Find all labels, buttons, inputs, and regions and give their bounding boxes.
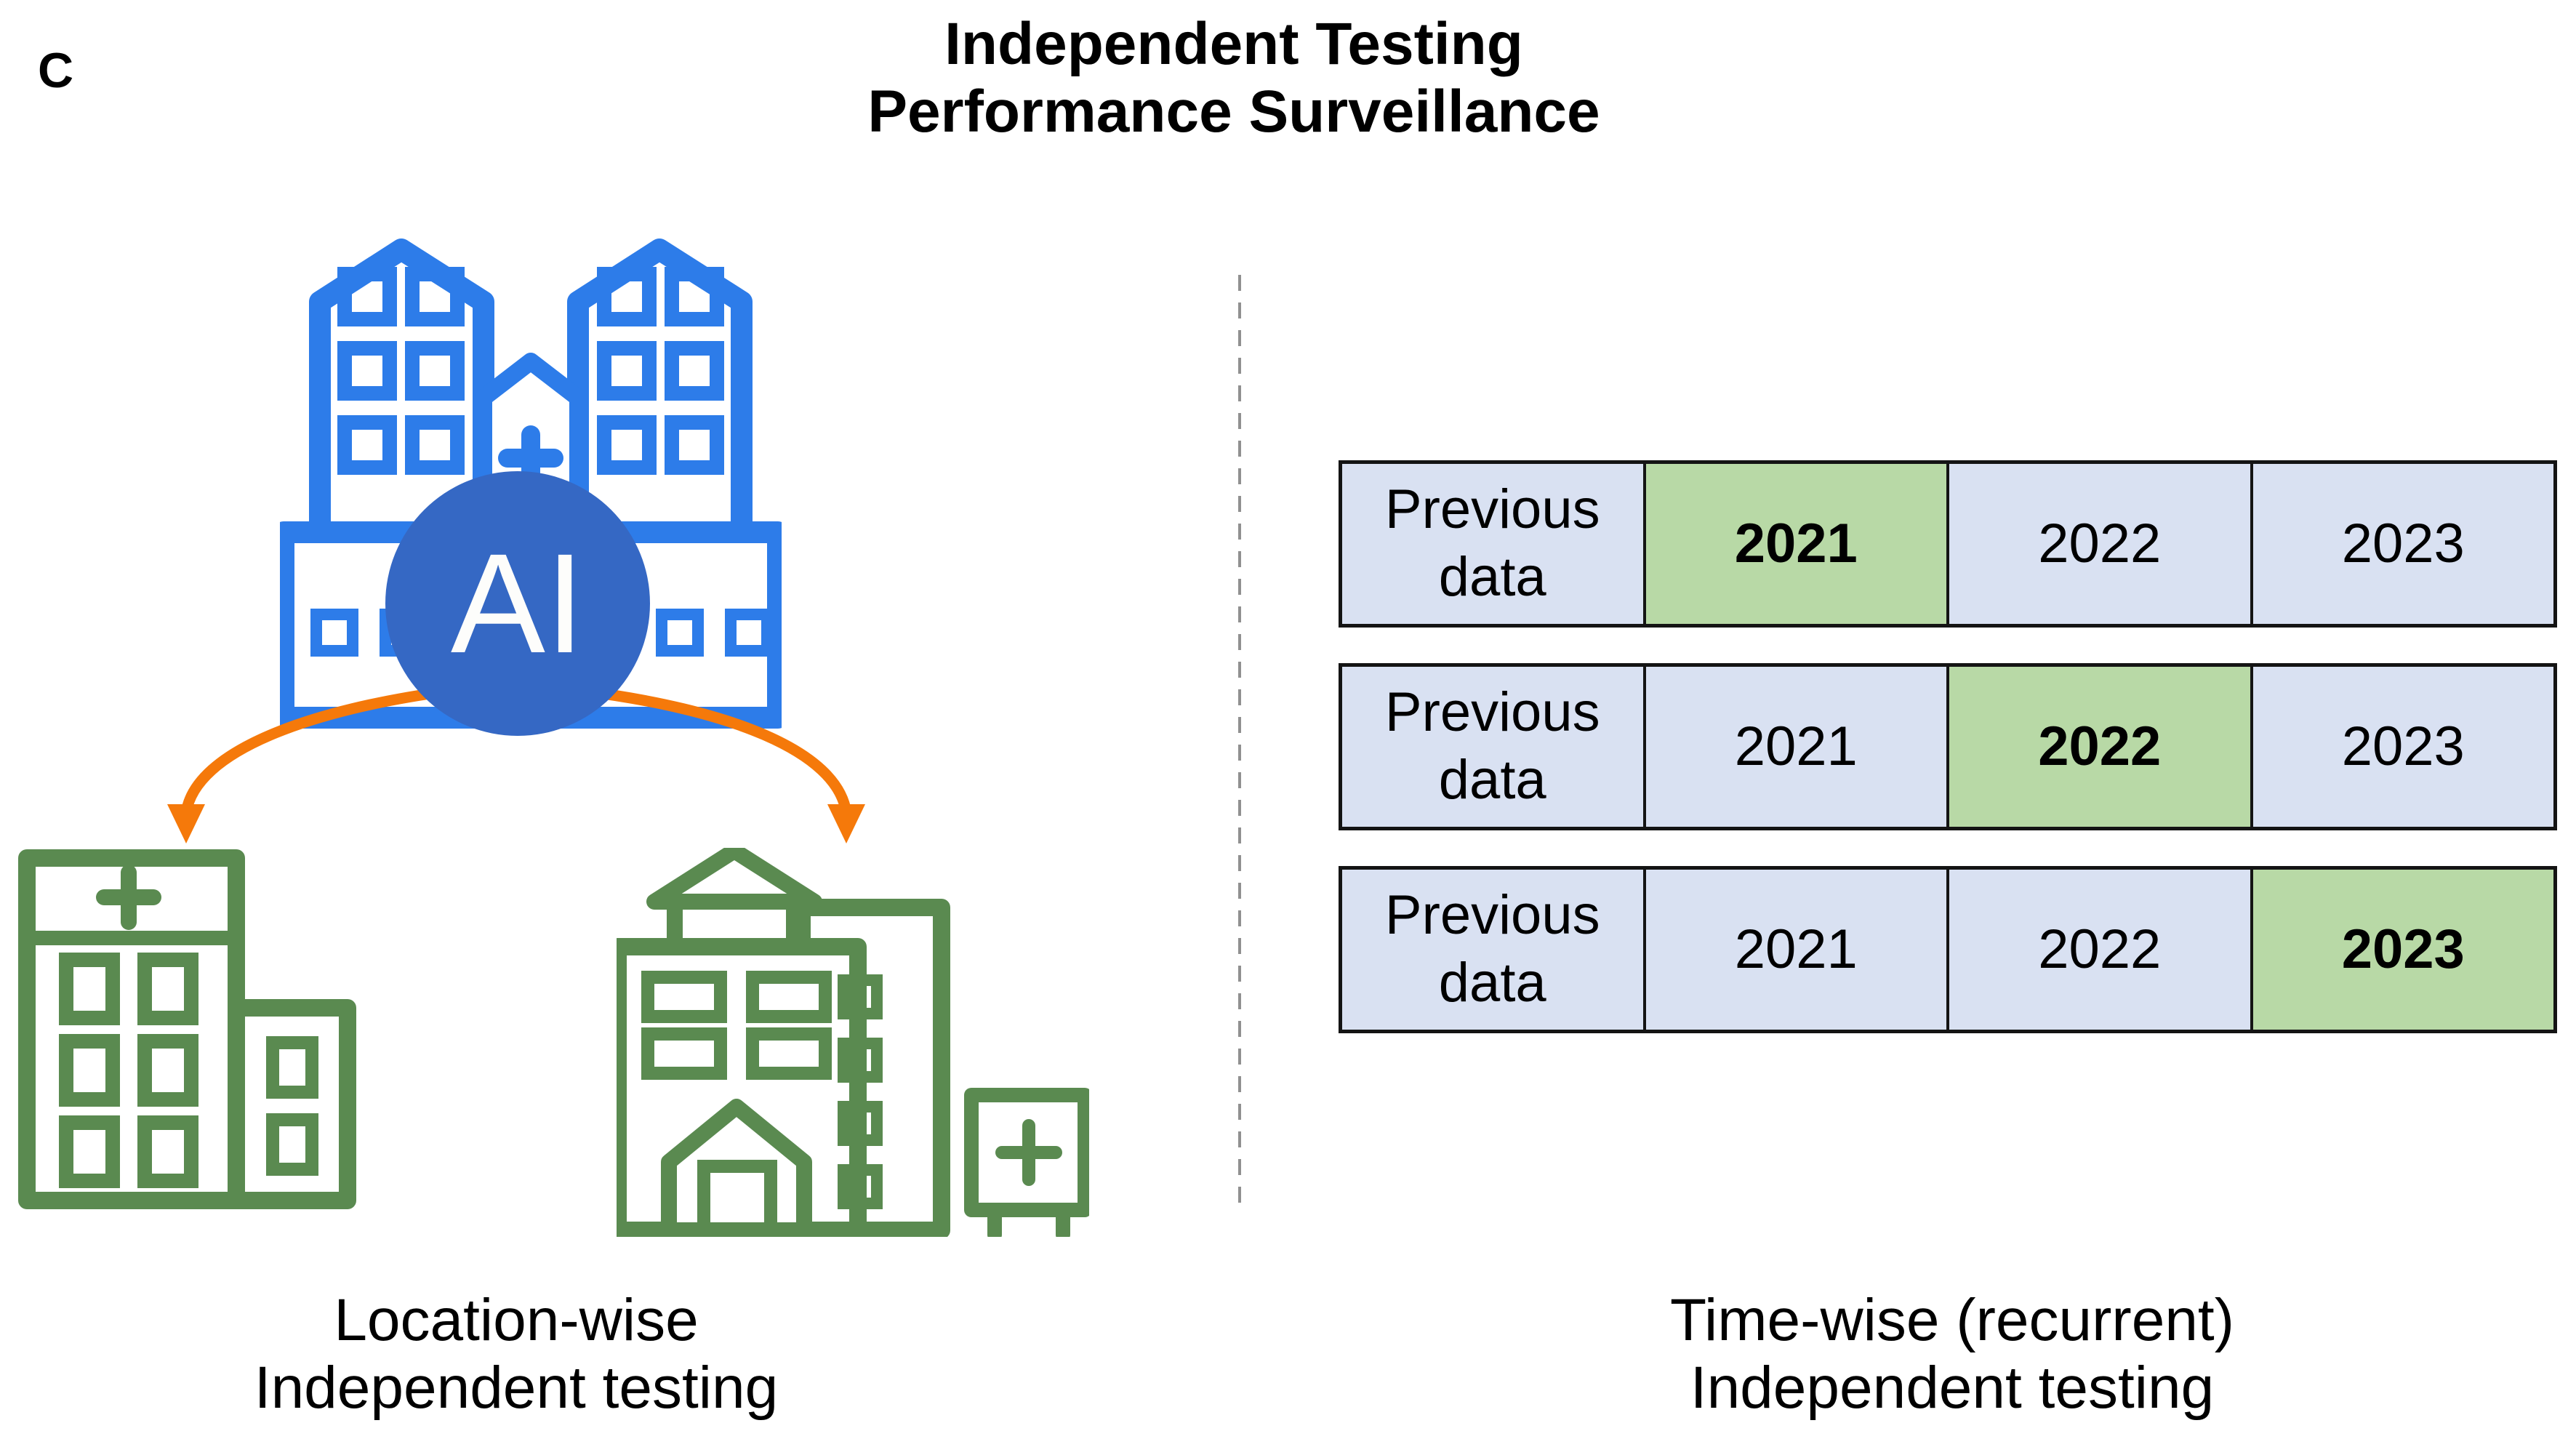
ai-circle: AI — [385, 471, 650, 736]
clinic-building-icon — [18, 849, 356, 1209]
figure-title-line2: Performance Surveillance — [867, 79, 1600, 145]
table-cell: 2021 — [1642, 870, 1946, 1030]
table-cell: Previous data — [1342, 464, 1643, 624]
tower-windows — [337, 267, 724, 475]
right-caption-line1: Time-wise (recurrent) — [1669, 1287, 2235, 1353]
sign-legs — [987, 1203, 1070, 1237]
right-caption: Time-wise (recurrent) Independent testin… — [1585, 1287, 2319, 1422]
arrow-right-head — [827, 804, 865, 843]
figure-title-line1: Independent Testing — [944, 11, 1523, 77]
main-windows — [59, 953, 198, 1188]
table-cell: 2022 — [1946, 870, 2250, 1030]
right-caption-line2: Independent testing — [1690, 1354, 2215, 1421]
table-cell: 2023 — [2250, 870, 2553, 1030]
table-cell: 2022 — [1946, 464, 2250, 624]
annex-windows — [266, 1036, 318, 1176]
table-cell: 2022 — [1946, 667, 2250, 827]
left-caption: Location-wise Independent testing — [153, 1287, 880, 1422]
figure-title: Independent Testing Performance Surveill… — [834, 10, 1634, 146]
table-cell: Previous data — [1342, 667, 1643, 827]
hospital-campus-icon — [617, 848, 1089, 1237]
ai-label: AI — [450, 524, 585, 683]
table-cell: 2023 — [2250, 667, 2553, 827]
table-cell: 2021 — [1642, 464, 1946, 624]
left-caption-line2: Independent testing — [254, 1354, 779, 1421]
clinic-sign — [964, 1088, 1089, 1237]
table-cell: 2021 — [1642, 667, 1946, 827]
back-block-windows — [838, 974, 883, 1209]
medical-cross-icon — [96, 865, 161, 930]
left-caption-line1: Location-wise — [334, 1287, 699, 1353]
entrance-door — [697, 1160, 777, 1237]
table-cell: 2023 — [2250, 464, 2553, 624]
panel-label: C — [38, 43, 74, 98]
table-cell: Previous data — [1342, 870, 1643, 1030]
medical-cross-icon — [995, 1119, 1062, 1186]
arrow-left-head — [167, 804, 205, 843]
front-windows — [641, 971, 832, 1080]
